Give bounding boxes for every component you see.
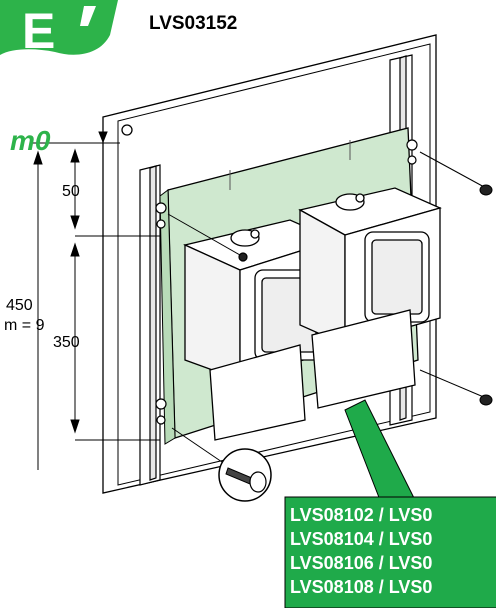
callout-line-3: LVS08106 / LVS0 <box>290 553 432 573</box>
dimension-50: 50 <box>62 183 80 200</box>
origin-label: m0 <box>10 125 51 156</box>
dimension-lines <box>30 128 160 470</box>
dimension-350: 350 <box>53 334 80 351</box>
dimension-m9: m = 9 <box>4 317 45 334</box>
screw-icon <box>479 184 493 406</box>
brand-badge: E <box>0 0 118 59</box>
board-screws <box>155 139 418 425</box>
callout-line-2: LVS08104 / LVS0 <box>290 529 432 549</box>
part-number-callout: LVS08102 / LVS0 LVS08104 / LVS0 LVS08106… <box>284 399 496 608</box>
callout-line-1: LVS08102 / LVS0 <box>290 505 432 525</box>
transformer-module-right <box>298 187 442 409</box>
reference-code: LVS03152 <box>149 13 237 34</box>
screw-arrows <box>167 151 487 399</box>
callout-line-4: LVS08108 / LVS0 <box>290 577 432 597</box>
transformer-module-left <box>183 219 337 441</box>
badge-letter: E <box>22 3 55 59</box>
screw-detail-icon <box>171 427 272 502</box>
dimension-450: 450 <box>6 297 33 314</box>
